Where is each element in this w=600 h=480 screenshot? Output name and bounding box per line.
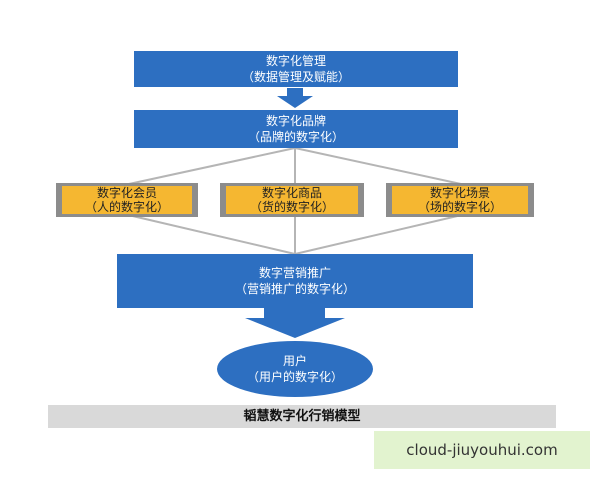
member-box-goods bbox=[220, 183, 364, 217]
down-arrow-icon bbox=[277, 88, 313, 108]
brand-box-text: 数字化品牌 （品牌的数字化） bbox=[134, 113, 458, 145]
marketing-box bbox=[117, 254, 473, 308]
brand-box bbox=[134, 110, 458, 148]
footer-bar: 韬慧数字化行销模型 bbox=[48, 405, 556, 428]
management-box bbox=[134, 51, 458, 87]
watermark: cloud-jiuyouhui.com bbox=[374, 431, 590, 469]
brand-title: 数字化品牌 bbox=[265, 114, 326, 128]
management-subtitle: （数据管理及赋能） bbox=[241, 70, 350, 84]
member-people-title: 数字化会员 bbox=[96, 186, 157, 200]
big-down-arrow-icon bbox=[245, 308, 345, 338]
user-subtitle: （用户的数字化） bbox=[246, 370, 343, 384]
brand-subtitle: （品牌的数字化） bbox=[247, 130, 344, 144]
member-scene-title: 数字化场景 bbox=[429, 186, 490, 200]
member-scene-text: 数字化场景 （场的数字化） bbox=[392, 186, 528, 214]
member-scene-subtitle: （场的数字化） bbox=[417, 200, 502, 214]
member-goods-title: 数字化商品 bbox=[261, 186, 322, 200]
user-ellipse-text: 用户 （用户的数字化） bbox=[217, 353, 373, 385]
member-goods-text: 数字化商品 （货的数字化） bbox=[226, 186, 358, 214]
marketing-subtitle: （营销推广的数字化） bbox=[234, 282, 355, 296]
member-people-subtitle: （人的数字化） bbox=[84, 200, 169, 214]
marketing-title: 数字营销推广 bbox=[258, 266, 331, 280]
marketing-box-text: 数字营销推广 （营销推广的数字化） bbox=[117, 265, 473, 297]
member-goods-subtitle: （货的数字化） bbox=[249, 200, 334, 214]
member-box-people bbox=[56, 183, 198, 217]
footer-title: 韬慧数字化行销模型 bbox=[243, 409, 361, 424]
user-ellipse bbox=[217, 341, 373, 397]
user-title: 用户 bbox=[282, 354, 307, 368]
management-title: 数字化管理 bbox=[265, 54, 326, 68]
member-box-scene bbox=[386, 183, 534, 217]
management-box-text: 数字化管理 （数据管理及赋能） bbox=[134, 53, 458, 85]
member-people-text: 数字化会员 （人的数字化） bbox=[62, 186, 192, 214]
